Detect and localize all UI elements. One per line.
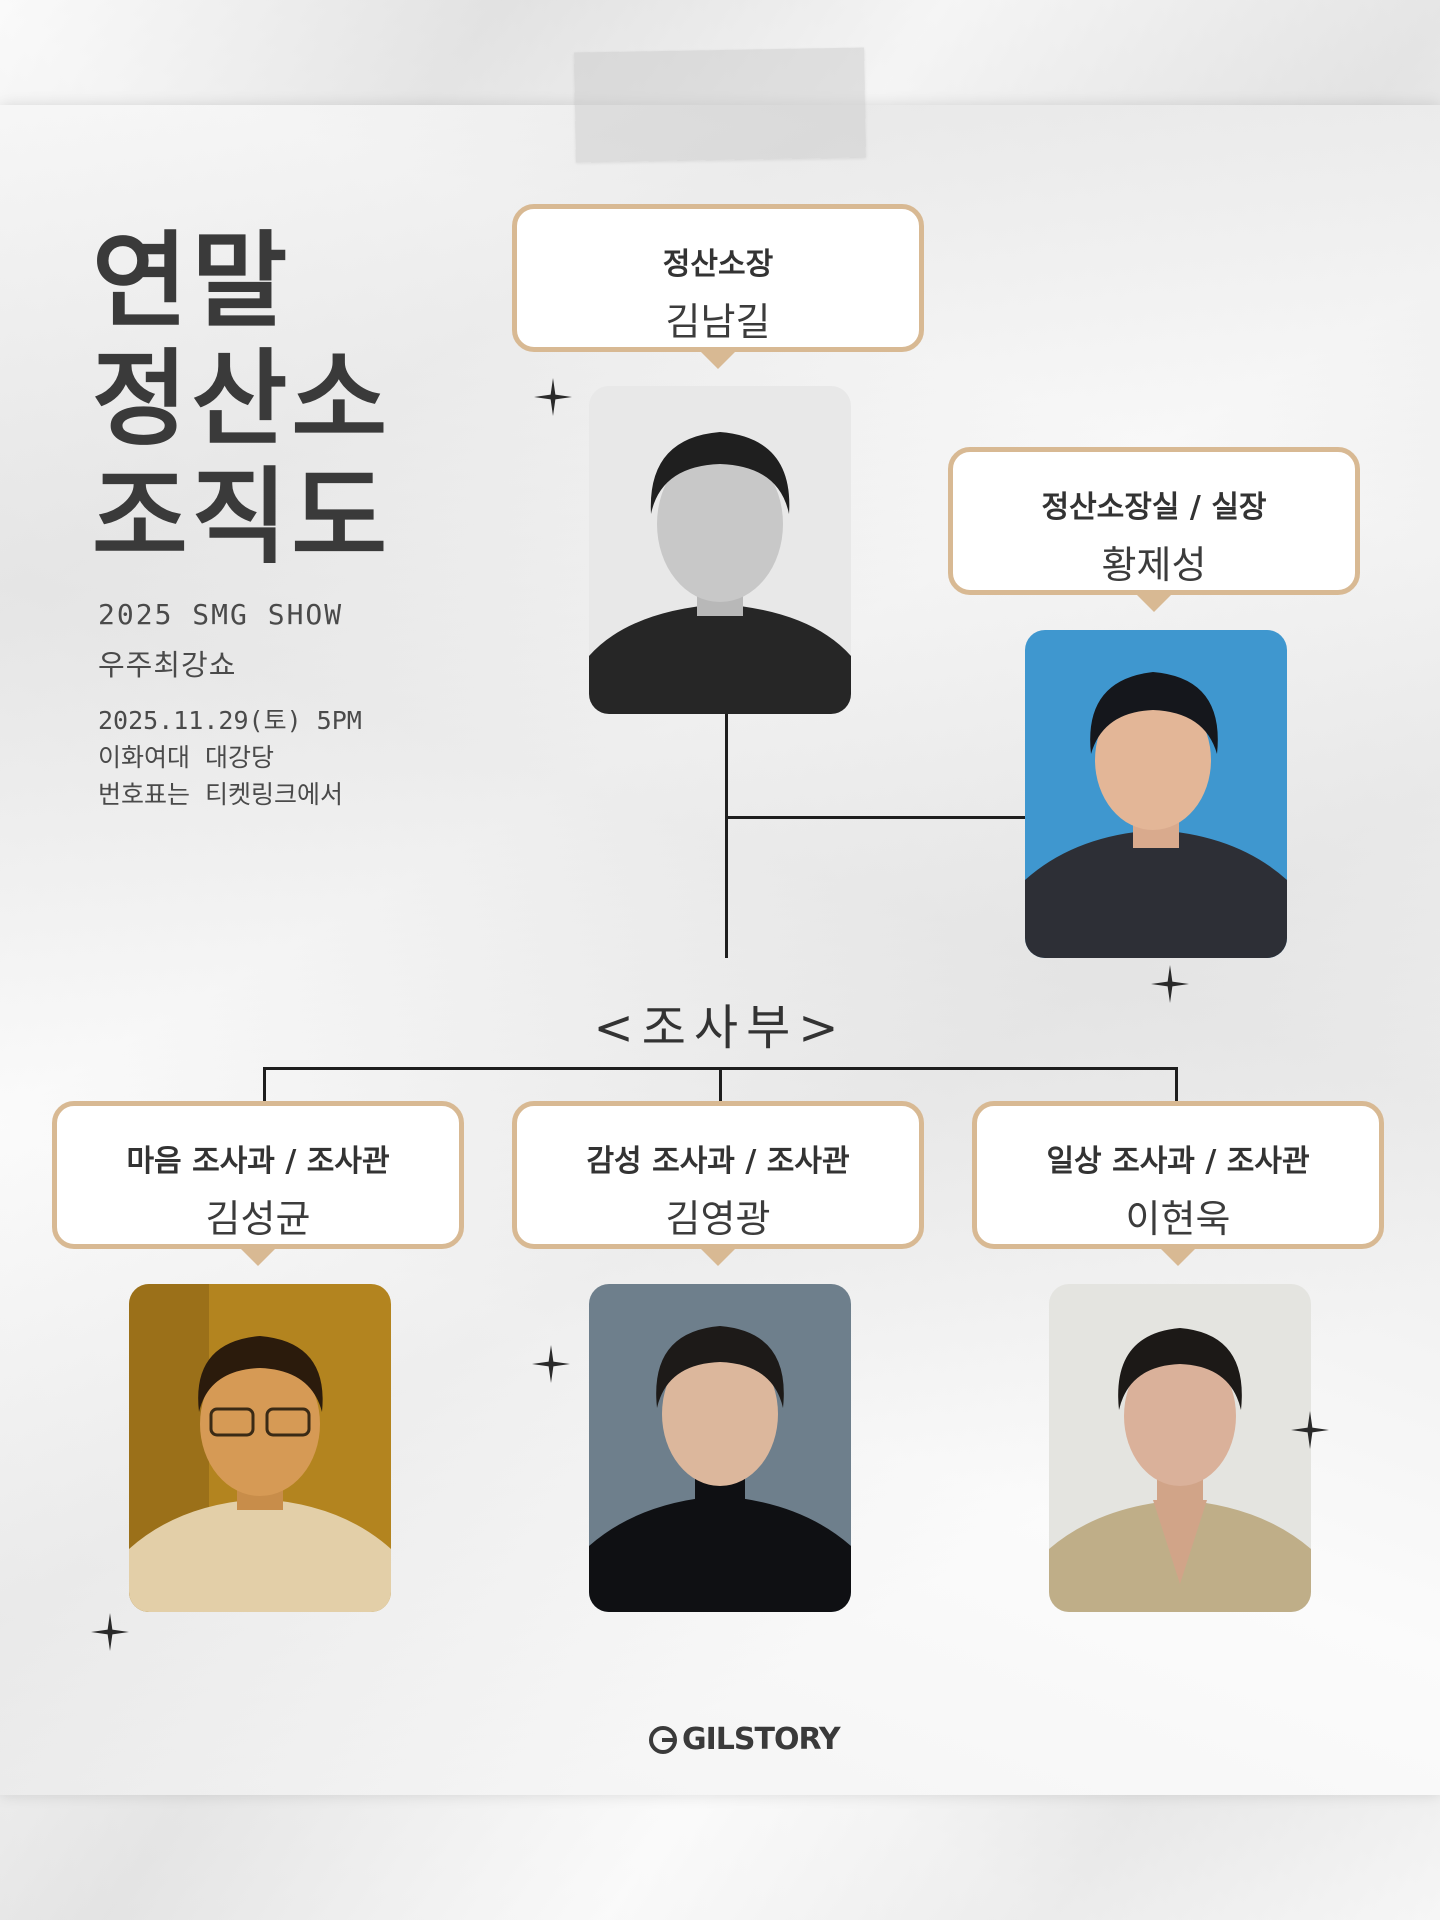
- poster-subtitle-ko: 우주최강쇼: [98, 648, 237, 682]
- chief-role: 정산소장실 / 실장: [1041, 490, 1267, 525]
- member-card-2: 감성 조사과 / 조사관 김영광: [512, 1101, 924, 1266]
- poster-title: 연말 정산소 조직도: [92, 220, 392, 578]
- tape-strip: [574, 47, 866, 163]
- gilstory-logo: GILSTORY: [648, 1722, 841, 1757]
- gilstory-logo-icon: [649, 1725, 677, 1754]
- member-name-2: 김영광: [665, 1197, 771, 1241]
- sparkle-star-icon: [1291, 1411, 1329, 1449]
- chief-name: 황제성: [1101, 543, 1207, 587]
- member-portrait-2: [589, 1284, 851, 1612]
- chief-card: 정산소장실 / 실장 황제성: [948, 447, 1360, 612]
- connector-member-2: [719, 1067, 722, 1101]
- event-date: 2025.11.29(토) 5PM: [98, 706, 362, 735]
- member-card-3: 일상 조사과 / 조사관 이현욱: [972, 1101, 1384, 1266]
- event-venue: 이화여대 대강당: [98, 743, 275, 772]
- sparkle-star-icon: [532, 1345, 570, 1383]
- head-portrait: [589, 386, 851, 714]
- member-card-1: 마음 조사과 / 조사관 김성균: [52, 1101, 464, 1266]
- event-info: 2025.11.29(토) 5PM 이화여대 대강당 번호표는 티켓링크에서: [98, 702, 362, 813]
- member-role-1: 마음 조사과 / 조사관: [126, 1144, 390, 1179]
- member-name-3: 이현욱: [1125, 1197, 1231, 1241]
- member-portrait-3: [1049, 1284, 1311, 1612]
- chief-portrait: [1025, 630, 1287, 958]
- connector-member-1: [263, 1067, 266, 1101]
- section-label: <조사부>: [593, 1000, 847, 1056]
- poster-subtitle-en: 2025 SMG SHOW: [98, 598, 344, 631]
- connector-head-vertical: [725, 712, 728, 958]
- logo-text: GILSTORY: [682, 1722, 841, 1757]
- head-role: 정산소장: [662, 247, 774, 282]
- sparkle-star-icon: [534, 378, 572, 416]
- event-ticket-note: 번호표는 티켓링크에서: [98, 780, 344, 809]
- member-name-1: 김성균: [205, 1197, 311, 1241]
- member-portrait-1: [129, 1284, 391, 1612]
- member-role-3: 일상 조사과 / 조사관: [1046, 1144, 1310, 1179]
- sparkle-star-icon: [91, 1613, 129, 1651]
- connector-member-3: [1175, 1067, 1178, 1101]
- sparkle-star-icon: [1151, 965, 1189, 1003]
- head-name: 김남길: [665, 300, 771, 344]
- connector-chief-horizontal: [725, 816, 1026, 819]
- head-card: 정산소장 김남길: [512, 204, 924, 369]
- member-role-2: 감성 조사과 / 조사관: [586, 1144, 850, 1179]
